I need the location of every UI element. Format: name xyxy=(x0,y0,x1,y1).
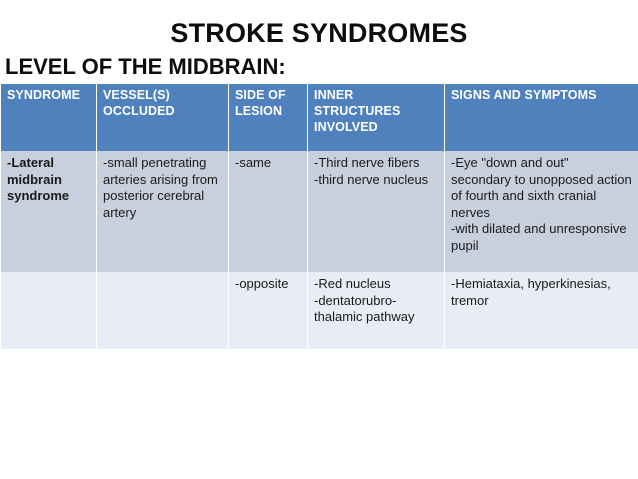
column-header-vessels-occluded: VESSEL(S) OCCLUDED xyxy=(96,84,229,152)
slide-subtitle: LEVEL OF THE MIDBRAIN: xyxy=(5,54,286,80)
page-title: STROKE SYNDROMES xyxy=(170,18,468,48)
cell-syndrome: -Lateral midbrain syndrome xyxy=(0,151,97,273)
column-header-syndrome: SYNDROME xyxy=(0,84,97,152)
cell-line: -Hemiataxia, hyperkinesias, tremor xyxy=(451,276,611,308)
cell-inner-structures-involved: -Red nucleus -dentatorubro-thalamic path… xyxy=(307,272,445,350)
table-row: -Lateral midbrain syndrome -small penetr… xyxy=(0,151,638,273)
table-header-row: SYNDROME VESSEL(S) OCCLUDED SIDE OF LESI… xyxy=(0,84,638,152)
cell-line: -third nerve nucleus xyxy=(314,171,429,187)
column-header-signs-and-symptoms: SIGNS AND SYMPTOMS xyxy=(444,84,638,152)
cell-inner-structures-involved: -Third nerve fibers -third nerve nucleus xyxy=(307,151,445,273)
cell-vessels-occluded xyxy=(96,272,229,350)
column-header-inner-structures-involved: INNER STRUCTURES INVOLVED xyxy=(307,84,445,152)
cell-side-of-lesion: -same xyxy=(228,151,308,273)
cell-signs-and-symptoms: -Hemiataxia, hyperkinesias, tremor xyxy=(444,272,638,350)
cell-line: -with dilated and unresponsive pupil xyxy=(451,221,627,253)
cell-line: -Eye "down and out" secondary to unoppos… xyxy=(451,155,632,220)
cell-line: -Third nerve fibers xyxy=(314,155,420,171)
cell-syndrome xyxy=(0,272,97,350)
stroke-syndromes-table: SYNDROME VESSEL(S) OCCLUDED SIDE OF LESI… xyxy=(0,84,638,350)
cell-line: -Red nucleus xyxy=(314,276,391,292)
cell-vessels-occluded: -small penetrating arteries arising from… xyxy=(96,151,229,273)
table-row: -opposite -Red nucleus -dentatorubro-tha… xyxy=(0,272,638,350)
column-header-side-of-lesion: SIDE OF LESION xyxy=(228,84,308,152)
cell-side-of-lesion: -opposite xyxy=(228,272,308,350)
cell-line: -dentatorubro-thalamic pathway xyxy=(314,292,415,325)
cell-signs-and-symptoms: -Eye "down and out" secondary to unoppos… xyxy=(444,151,638,273)
